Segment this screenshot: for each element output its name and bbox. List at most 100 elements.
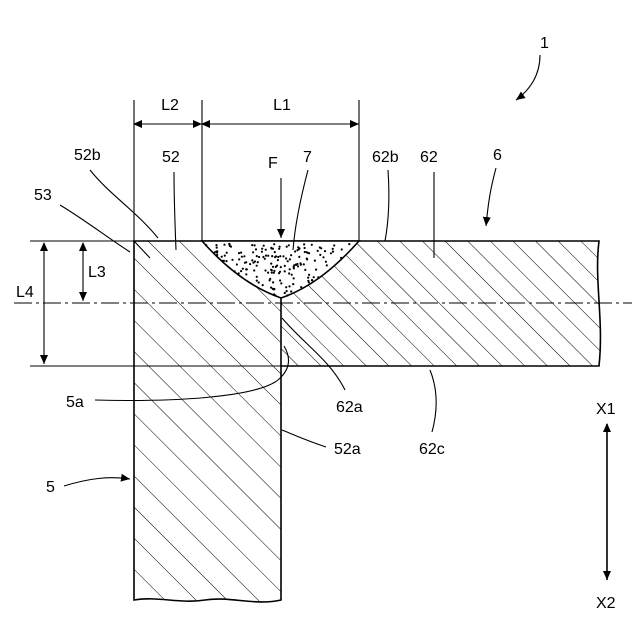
weld-dot [263,245,265,247]
weld-dot [279,246,281,248]
weld-dot [340,257,342,259]
weld-dot [245,273,247,275]
weld-dot [257,261,259,263]
ref-6-label: 6 [493,147,502,164]
weld-dot [333,244,335,246]
weld-dot [265,249,267,251]
weld-dot [265,255,267,257]
weld-dot [234,270,236,272]
ref-62a-label: 62a [336,399,363,416]
weld-dot [275,266,277,268]
weld-dot [278,248,280,250]
weld-dot [223,260,225,262]
weld-dot [240,270,242,272]
weld-dot [238,252,240,254]
weld-dot [256,276,258,278]
weld-dot [307,277,309,279]
ref-7-label: 7 [303,149,312,166]
weld-dot [215,244,217,246]
weld-dot [261,248,263,250]
weld-dot [287,260,289,262]
weld-dot [332,248,334,250]
weld-dot [294,250,296,252]
weld-dot [273,288,275,290]
weld-dot [348,243,350,245]
weld-dot [273,243,275,245]
weld-dot [254,244,256,246]
weld-dot [286,290,288,292]
weld-dot [267,272,269,274]
weld-dot [270,263,272,265]
weld-dot [205,244,207,246]
weld-dot [325,261,327,263]
weld-dot [289,268,291,270]
weld-dot [256,280,258,282]
weld-dot [262,256,264,258]
weld-dot [284,270,286,272]
direction-X2-label: X2 [596,595,616,612]
weld-dot [297,246,299,248]
weld-dot [279,255,281,257]
weld-dot [267,255,269,257]
direction-X1-label: X1 [596,401,616,418]
weld-dot [221,256,223,258]
weld-dot [225,260,227,262]
weld-dot [255,248,257,250]
weld-dot [214,251,216,253]
weld-dot [290,290,292,292]
weld-dot [238,258,240,260]
weld-dot [300,264,302,266]
ref-52b-label: 52b [74,147,101,164]
weld-dot [326,264,328,266]
weld-dot [279,271,281,273]
weld-dot [274,251,276,253]
weld-dot [216,247,218,249]
weld-dot [284,292,286,294]
weld-dot [264,258,266,260]
weld-dot [297,265,299,267]
weld-dot [320,247,322,249]
ref-1-arrow [516,55,540,100]
weld-dot [254,260,256,262]
dimension-L2: L2 [134,97,202,124]
weld-dot [258,281,260,283]
weld-dot [300,286,302,288]
weld-dot [252,251,254,253]
weld-dot [289,258,291,260]
weld-dot [317,250,319,252]
weld-dot [251,244,253,246]
weld-dot [270,247,272,249]
weld-dot [236,263,238,265]
weld-dot [322,256,324,258]
weld-dot [271,255,273,257]
weld-dot [256,265,258,267]
weld-dot [273,272,275,274]
weld-dot [224,255,226,257]
dim-L3-label: L3 [88,264,106,281]
weld-dot [274,256,276,258]
weld-dot [253,269,255,271]
ref-53-label: 53 [34,187,52,204]
weld-dot [242,268,244,270]
weld-dot [240,252,242,254]
weld-dot [258,256,260,258]
weld-dot [245,268,247,270]
ref-62b-label: 62b [372,149,399,166]
weld-dot [319,254,321,256]
weld-dot [272,281,274,283]
ref-6-arrow [486,168,496,226]
weld-dot [286,294,288,296]
ref-1-label: 1 [540,35,549,52]
weld-dot [261,251,263,253]
weld-dot [330,252,332,254]
weld-dot [270,269,272,271]
weld-dot [251,259,253,261]
weld-dot [238,272,240,274]
weld-dot [315,269,317,271]
weld-dot [293,267,295,269]
weld-dot [290,254,292,256]
weld-dot [223,244,225,246]
weld-dot [304,247,306,249]
weld-dot [280,282,282,284]
ref-52-label: 52 [162,149,180,166]
